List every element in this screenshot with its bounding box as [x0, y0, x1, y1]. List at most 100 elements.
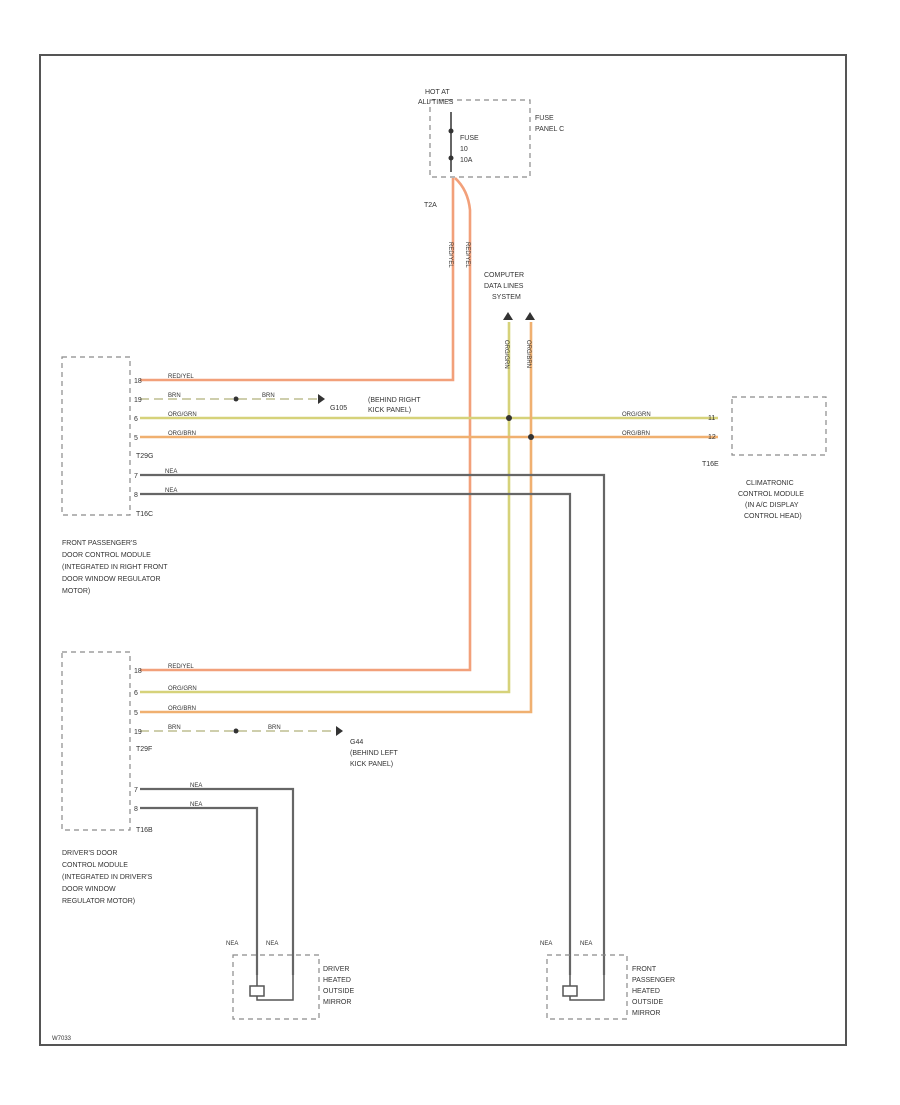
ground-g44-label-1: G44: [350, 739, 363, 746]
fuse-label-3: 10A: [460, 157, 473, 164]
front-pass-pin-1: 18: [134, 378, 142, 385]
wire-label-org-grn-vert: ORG/GRN: [503, 340, 509, 369]
wire-nea-drv-2: [140, 806, 259, 975]
wire-label-brn-lower-1: BRN: [168, 725, 181, 731]
climatronic-pin-2: 12: [708, 434, 716, 441]
wire-label-org-grn-h1: ORG/GRN: [168, 412, 197, 418]
wire-label-red-yel-vert-b: RED/YEL: [464, 242, 470, 268]
ground-g44-label-3: KICK PANEL): [350, 761, 393, 768]
wire-label-brn-upper-1: BRN: [168, 393, 181, 399]
driver-label-2: CONTROL MODULE: [62, 862, 128, 869]
driver-mirror-heater-icon: [249, 975, 294, 1001]
driver-pin-3: 5: [134, 710, 138, 717]
data-bus-label-3: SYSTEM: [492, 294, 521, 301]
front-pass-pin-2: 19: [134, 397, 142, 404]
ground-g105-label-1: G105: [330, 405, 347, 412]
driver-label-5: REGULATOR MOTOR): [62, 898, 135, 905]
wire-label-nea-pass-2: NEA: [165, 488, 177, 494]
driver-pin-2: 6: [134, 690, 138, 697]
fuse-label-2: 10: [460, 146, 468, 153]
pass-mirror-label-2: PASSENGER: [632, 977, 675, 984]
wire-label-org-brn-h1: ORG/BRN: [168, 431, 196, 437]
front-pass-connector-bottom: T16C: [136, 511, 153, 518]
pass-mirror-box: [546, 954, 628, 1020]
climatronic-pin-1: 11: [708, 415, 715, 422]
data-bus-arrow-left: [503, 312, 513, 320]
front-pass-label-3: (INTEGRATED IN RIGHT FRONT: [62, 564, 168, 571]
climatronic-box: [731, 396, 827, 456]
wire-label-org-grn-h3: ORG/GRN: [168, 686, 197, 692]
front-pass-label-2: DOOR CONTROL MODULE: [62, 552, 151, 559]
fuse-panel-label-2: PANEL C: [535, 126, 564, 133]
driver-pin-5: 7: [134, 787, 138, 794]
wire-label-nea-pass-1: NEA: [165, 469, 177, 475]
ground-g105-label-3: KICK PANEL): [368, 407, 411, 414]
hot-at-label-2: ALL TIMES: [418, 99, 454, 106]
pass-mirror-wire-1: NEA: [540, 941, 552, 947]
wire-label-org-brn-h2: ORG/BRN: [622, 431, 650, 437]
pass-mirror-label-3: HEATED: [632, 988, 660, 995]
front-pass-label-1: FRONT PASSENGER'S: [62, 540, 137, 547]
driver-label-3: (INTEGRATED IN DRIVER'S: [62, 874, 153, 881]
diagram-code: W7033: [52, 1036, 72, 1042]
pass-mirror-label-4: OUTSIDE: [632, 999, 663, 1006]
driver-pin-4: 19: [134, 729, 142, 736]
wire-label-org-brn-vert: ORG/BRN: [525, 340, 531, 368]
data-bus-label-2: DATA LINES: [484, 283, 524, 290]
driver-mirror-box: [232, 954, 320, 1020]
climatronic-label-4: CONTROL HEAD): [744, 513, 802, 520]
ground-g44-symbol: [336, 726, 343, 736]
brn-lower-dot: [233, 728, 239, 734]
wire-red-yel-a: [140, 178, 455, 382]
front-pass-connector-top: T29G: [136, 453, 154, 460]
wire-label-nea-drv-1: NEA: [190, 783, 202, 789]
wire-nea-pass-1: [140, 473, 606, 975]
data-bus-arrow-right: [525, 312, 535, 320]
fuse-terminal-label: T2A: [424, 202, 437, 209]
wire-label-org-brn-h3: ORG/BRN: [168, 706, 196, 712]
front-pass-label-4: DOOR WINDOW REGULATOR: [62, 576, 161, 583]
wire-nea-drv-1: [140, 787, 295, 975]
wire-red-yel-b: [140, 177, 472, 672]
wire-label-red-yel-h1: RED/YEL: [168, 374, 194, 380]
climatronic-label-2: CONTROL MODULE: [738, 491, 804, 498]
splice-org-brn: [528, 434, 534, 440]
fuse-panel-label-1: FUSE: [535, 115, 554, 122]
brn-upper-dot: [233, 396, 239, 402]
front-pass-label-5: MOTOR): [62, 588, 90, 595]
fuse-label-1: FUSE: [460, 135, 479, 142]
wire-label-red-yel-vert-a: RED/YEL: [447, 242, 453, 268]
wire-org-grn-vert: [140, 322, 511, 694]
wire-label-brn-lower-2: BRN: [268, 725, 281, 731]
driver-connector-bottom: T16B: [136, 827, 153, 834]
data-bus-label-1: COMPUTER: [484, 272, 524, 279]
climatronic-label-3: (IN A/C DISPLAY: [745, 502, 799, 509]
hot-at-label-1: HOT AT: [425, 89, 450, 96]
driver-mirror-label-1: DRIVER: [323, 966, 349, 973]
driver-module-box: [61, 651, 131, 831]
ground-g44-label-2: (BEHIND LEFT: [350, 750, 399, 757]
pass-mirror-label-1: FRONT: [632, 966, 657, 973]
front-pass-pin-4: 5: [134, 435, 138, 442]
ground-g105-symbol: [318, 394, 325, 404]
driver-mirror-label-4: MIRROR: [323, 999, 351, 1006]
wire-nea-pass-2: [140, 492, 572, 975]
pass-mirror-heater-icon: [562, 975, 605, 1001]
driver-label-4: DOOR WINDOW: [62, 886, 116, 893]
front-pass-module-box: [61, 356, 131, 516]
front-pass-pin-5: 7: [134, 473, 138, 480]
climatronic-label-1: CLIMATRONIC: [746, 480, 794, 487]
splice-org-grn: [506, 415, 512, 421]
wire-org-brn-vert: [140, 322, 533, 714]
fuse-panel-box: [429, 99, 531, 178]
fuse-node-bottom: [448, 155, 454, 161]
diagram-frame: [39, 54, 847, 1046]
driver-pin-1: 18: [134, 668, 142, 675]
driver-mirror-wire-2: NEA: [266, 941, 278, 947]
wire-label-nea-drv-2: NEA: [190, 802, 202, 808]
pass-mirror-wire-2: NEA: [580, 941, 592, 947]
wire-label-org-grn-h2: ORG/GRN: [622, 412, 651, 418]
fuse-node-top: [448, 128, 454, 134]
